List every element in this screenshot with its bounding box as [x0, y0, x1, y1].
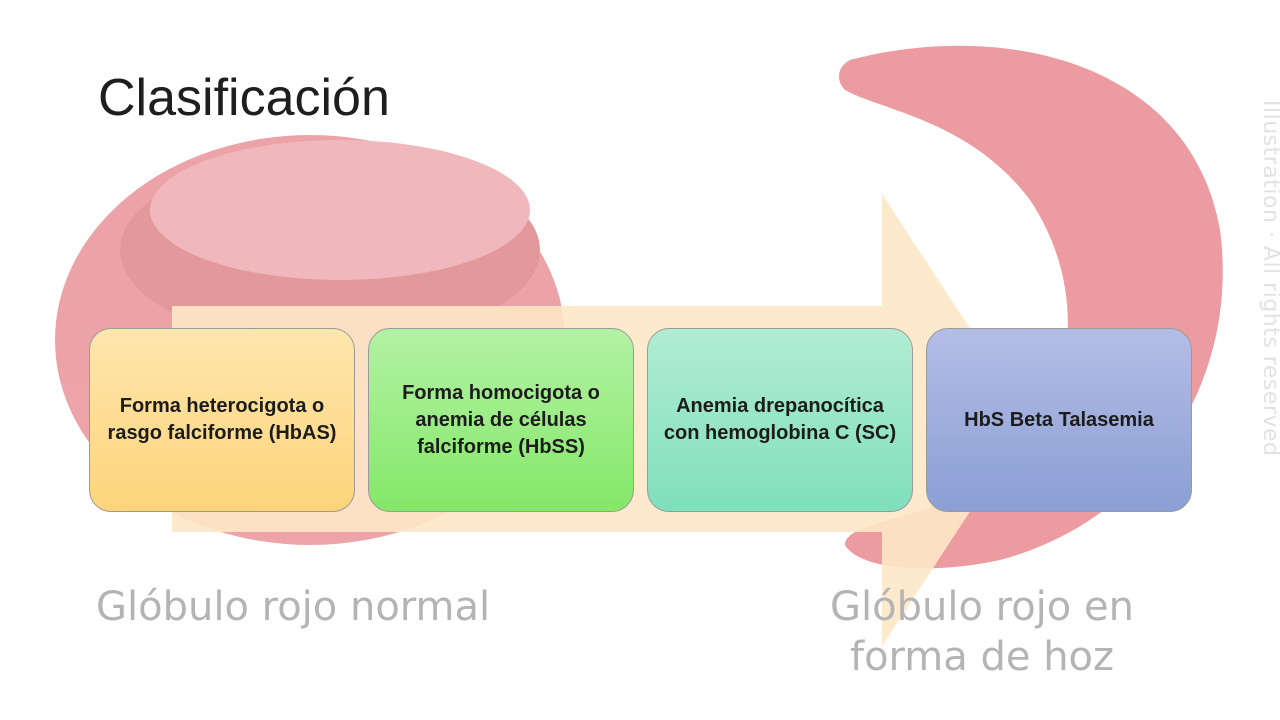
caption-normal-cell: Glóbulo rojo normal [96, 584, 491, 630]
classification-label-sc: Anemia drepanocítica con hemoglobina C (… [663, 395, 897, 444]
caption-sickle-line2: forma de hoz [850, 634, 1115, 680]
classification-label-hbas: Forma heterocigota o rasgo falciforme (H… [107, 395, 337, 444]
classification-box-hbs-beta: HbS Beta Talasemia [926, 328, 1192, 512]
classification-box-hbss: Forma homocigota o anemia de células fal… [368, 328, 634, 512]
classification-box-sc: Anemia drepanocítica con hemoglobina C (… [647, 328, 913, 512]
caption-sickle-cell: Glóbulo rojo en forma de hoz [830, 582, 1134, 682]
classification-box-hbas: Forma heterocigota o rasgo falciforme (H… [89, 328, 355, 512]
copyright-watermark: Illustration · All rights reserved [1258, 100, 1280, 457]
classification-label-hbss: Forma homocigota o anemia de células fal… [402, 381, 600, 458]
caption-sickle-line1: Glóbulo rojo en [830, 584, 1134, 630]
slide-title: Clasificación [98, 69, 390, 127]
classification-label-hbs-beta: HbS Beta Talasemia [964, 408, 1154, 431]
